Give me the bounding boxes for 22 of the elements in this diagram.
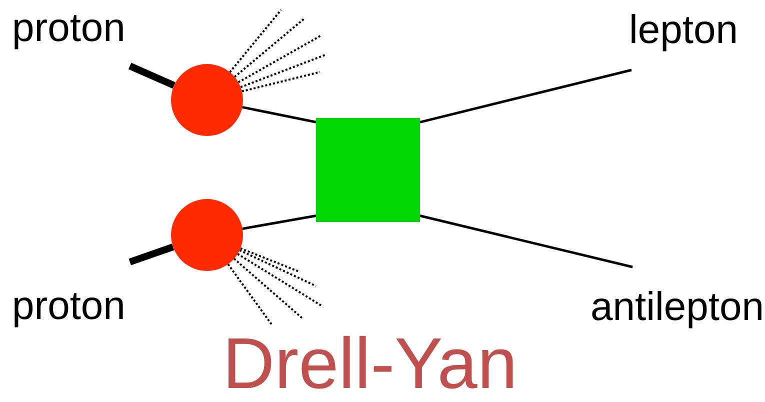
particle-label: proton [12, 8, 126, 48]
connector-line [242, 214, 316, 230]
jet-line [240, 54, 326, 88]
jet-line [234, 17, 306, 78]
particle-label: proton [12, 286, 126, 326]
connector-line [420, 214, 633, 268]
jet-line [242, 71, 320, 92]
jet-line [227, 264, 273, 326]
connector-line [420, 68, 632, 124]
jet-line [237, 253, 323, 307]
jet-line [238, 34, 322, 84]
jet-line [239, 249, 316, 287]
diagram-title: Drell-Yan [222, 328, 518, 400]
particle-label: lepton [629, 10, 738, 50]
jet-line [229, 9, 282, 73]
incoming-beam-line [128, 244, 174, 266]
incoming-beam-line [128, 62, 176, 89]
particle-label: antilepton [590, 287, 764, 327]
jet-line [233, 258, 303, 319]
jet-line [240, 247, 300, 273]
interaction-square [316, 118, 420, 222]
connector-line [242, 106, 316, 124]
